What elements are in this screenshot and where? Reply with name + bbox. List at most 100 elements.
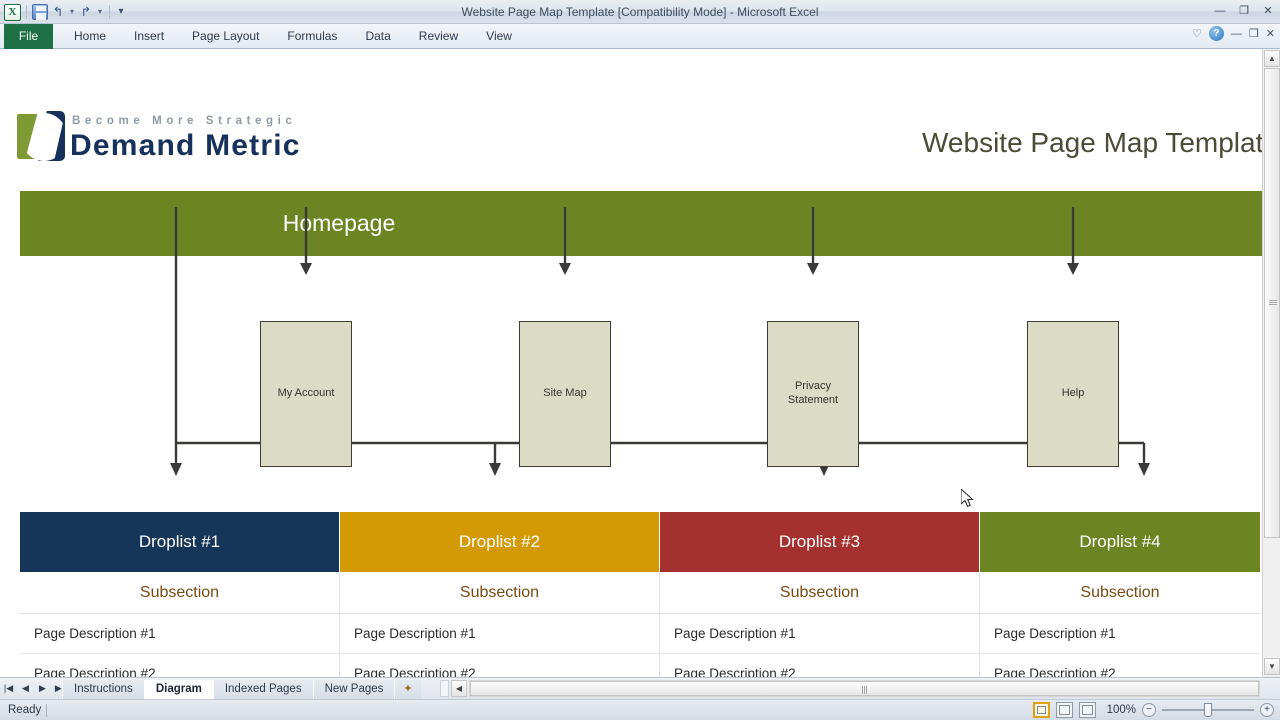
first-sheet-icon[interactable]: |◀ [3,683,14,693]
customize-qat-icon[interactable]: ▾ [118,6,124,17]
tab-file[interactable]: File [4,24,53,49]
node-label: Privacy Statement [787,380,839,406]
minimize-icon[interactable]: — [1214,5,1226,17]
divider [26,5,27,19]
worksheet-canvas[interactable]: Become More Strategic Demand Metric Webs… [0,49,1262,677]
tab-data[interactable]: Data [365,29,391,43]
logo-tagline: Become More Strategic [72,115,297,127]
window-title: Website Page Map Template [Compatibility… [461,5,819,19]
tab-split-handle[interactable] [440,680,449,697]
redo-icon[interactable]: ↱ [80,4,92,19]
subsection-cell-1[interactable]: Subsection [20,572,340,614]
demand-metric-logo-icon [17,111,65,161]
scroll-left-icon[interactable]: ◀ [451,680,467,697]
page-label: Page Description #2 [34,666,156,677]
subsection-label: Subsection [779,583,860,601]
page-title: Website Page Map Template [922,127,1262,158]
subsection-row: Subsection Subsection Subsection Subsect… [20,572,1260,614]
restore-icon[interactable]: ❐ [1239,5,1249,17]
tab-insert[interactable]: Insert [134,29,165,43]
droplist-header-4[interactable]: Droplist #4 [980,512,1260,572]
droplist-header-1[interactable]: Droplist #1 [20,512,340,572]
droplist-header-label: Droplist #1 [138,532,221,551]
save-icon[interactable] [32,4,48,20]
next-sheet-icon[interactable]: ▶ [39,683,46,693]
homepage-label: Homepage [282,210,396,236]
window-controls: — ❐ ✕ [1212,3,1276,19]
node-label: Site Map [543,387,587,400]
horizontal-scrollbar[interactable]: ◀ [440,680,1260,697]
tab-page-layout[interactable]: Page Layout [192,29,260,43]
page-cell[interactable]: Page Description #2 [660,654,980,677]
page-cell[interactable]: Page Description #1 [20,614,340,654]
excel-icon[interactable]: X [4,3,21,21]
page-cell[interactable]: Page Description #2 [340,654,660,677]
window-close-icon[interactable]: ✕ [1265,28,1275,40]
page-break-view-icon[interactable] [1079,702,1096,718]
sheet-tab-diagram[interactable]: Diagram [143,680,213,700]
droplist-table: Droplist #1 Droplist #2 Droplist #3 Drop… [20,512,1260,677]
ribbon-tabs: Home Insert Page Layout Formulas Data Re… [60,24,526,49]
tab-formulas[interactable]: Formulas [287,29,338,43]
subsection-label: Subsection [459,583,540,601]
insert-sheet-icon[interactable]: ✦ [394,680,421,700]
tab-view[interactable]: View [486,29,512,43]
page-cell[interactable]: Page Description #1 [660,614,980,654]
sheet-tabs: Instructions Diagram Indexed Pages New P… [62,680,421,700]
prev-sheet-icon[interactable]: ◀ [22,683,29,693]
status-right-controls: 100% − + [1033,702,1274,718]
sheet-nav-buttons: |◀ ◀ ▶ ▶| [3,681,65,696]
horizontal-scroll-track[interactable] [469,680,1260,697]
undo-dropdown-icon[interactable]: ▾ [69,7,74,16]
help-icon[interactable]: ? [1208,26,1224,41]
node-help[interactable]: Help [1027,321,1119,467]
window-restore-icon[interactable]: ❐ [1248,28,1259,40]
vertical-scroll-thumb[interactable] [1264,68,1280,538]
droplist-header-2[interactable]: Droplist #2 [340,512,660,572]
zoom-in-icon[interactable]: + [1260,703,1274,717]
zoom-out-icon[interactable]: − [1142,703,1156,717]
subsection-cell-3[interactable]: Subsection [660,572,980,614]
node-my-account[interactable]: My Account [260,321,352,467]
homepage-node[interactable]: Homepage [20,191,1262,256]
zoom-level[interactable]: 100% [1106,704,1136,716]
node-privacy-statement[interactable]: Privacy Statement [767,321,859,467]
subsection-label: Subsection [1080,583,1160,601]
minimize-ribbon-icon[interactable]: ♡ [1192,28,1202,40]
window-minimize-icon[interactable]: — [1230,27,1242,40]
status-text: Ready [8,704,42,716]
redo-dropdown-icon[interactable]: ▾ [97,7,102,16]
close-icon[interactable]: ✕ [1263,5,1273,17]
subsection-cell-4[interactable]: Subsection [980,572,1260,614]
undo-icon[interactable]: ↰ [52,4,64,19]
page-layout-view-icon[interactable] [1056,702,1073,718]
quick-access-toolbar: X ↰ ▾ ↱ ▾ ▾ [4,2,127,22]
sheet-tab-instructions[interactable]: Instructions [62,680,144,700]
zoom-slider[interactable] [1162,703,1254,717]
mouse-cursor [961,489,974,508]
vertical-scrollbar[interactable]: ▲ ▼ [1262,49,1280,677]
horizontal-scroll-thumb[interactable] [470,681,1259,696]
tab-home[interactable]: Home [74,29,107,43]
page-cell[interactable]: Page Description #1 [340,614,660,654]
droplist-header-label: Droplist #3 [778,532,861,551]
page-label: Page Description #2 [354,666,476,677]
droplist-header-3[interactable]: Droplist #3 [660,512,980,572]
subsection-label: Subsection [139,583,220,601]
scroll-up-icon[interactable]: ▲ [1264,50,1280,67]
page-label: Page Description #2 [994,666,1116,677]
subsection-cell-2[interactable]: Subsection [340,572,660,614]
sheet-tab-new-pages[interactable]: New Pages [312,680,395,700]
page-cell[interactable]: Page Description #1 [980,614,1260,654]
sheet-tab-indexed-pages[interactable]: Indexed Pages [212,680,313,700]
droplist-header-label: Droplist #2 [458,532,541,551]
zoom-slider-thumb[interactable] [1204,703,1212,717]
normal-view-icon[interactable] [1033,702,1050,718]
node-site-map[interactable]: Site Map [519,321,611,467]
tab-review[interactable]: Review [418,29,459,43]
page-cell[interactable]: Page Description #2 [20,654,340,677]
page-label: Page Description #1 [674,626,796,641]
scroll-down-icon[interactable]: ▼ [1264,658,1280,675]
last-sheet-icon[interactable]: ▶| [54,683,65,693]
page-cell[interactable]: Page Description #2 [980,654,1260,677]
